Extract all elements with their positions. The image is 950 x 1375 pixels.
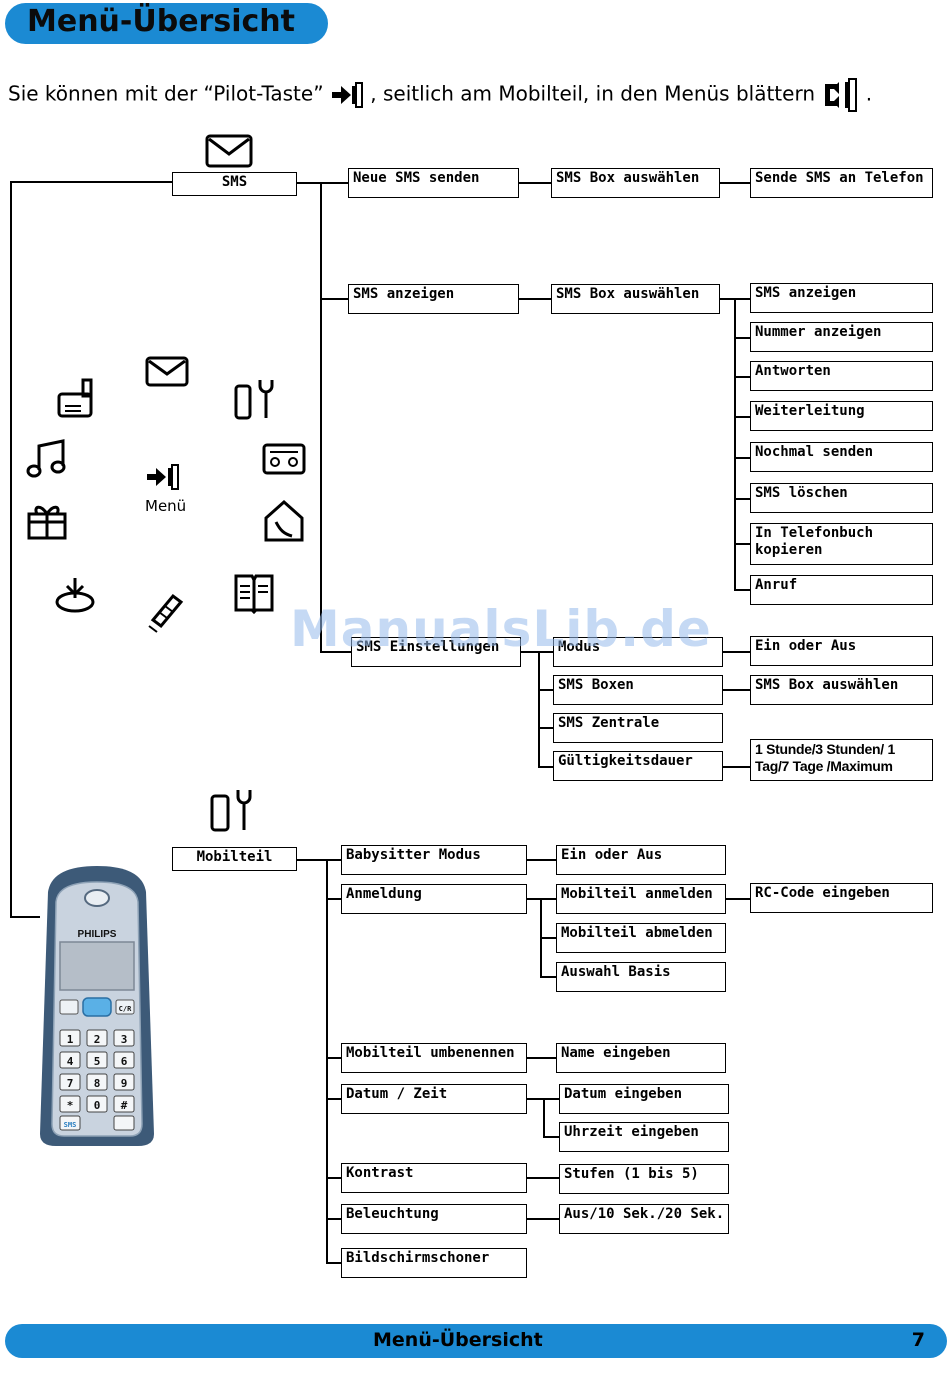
menu-node-kontrast: Kontrast: [341, 1163, 527, 1193]
key-hash: #: [121, 1099, 128, 1112]
intro-part2: , seitlich am Mobilteil, in den Menüs bl…: [370, 81, 815, 106]
phonebook-icon: [234, 574, 274, 614]
menu-node-sende-sms: Sende SMS an Telefon: [750, 168, 933, 198]
key-9: 9: [121, 1077, 128, 1090]
keypad: 1 2 3 4 5 6 7 8 9 * 0 #: [59, 1029, 135, 1113]
menu-node-babysitter-ein-aus: Ein oder Aus: [556, 845, 726, 875]
menu-node-anruf: Anruf: [750, 575, 933, 605]
key-4: 4: [67, 1055, 74, 1068]
menu-node-uhrzeit-eingeben: Uhrzeit eingeben: [559, 1122, 729, 1152]
menu-node-sms-anzeigen: SMS anzeigen: [348, 284, 519, 314]
intro-part3: .: [865, 81, 873, 106]
handset-image: PHILIPS 1 2 3 4 5 6 7 8 9 * 0 # SMS C/R: [40, 866, 154, 1146]
handset-calls-icon: [148, 593, 184, 633]
menu-node-neue-sms-senden: Neue SMS senden: [348, 168, 519, 198]
pilot-key-icon: [331, 82, 363, 108]
key-0: 0: [94, 1099, 101, 1112]
menu-label: Menü: [145, 497, 187, 515]
key-5: 5: [94, 1055, 101, 1068]
menu-node-babysitter: Babysitter Modus: [341, 845, 527, 875]
phone-brand: PHILIPS: [78, 929, 117, 940]
menu-node-beleuchtung: Beleuchtung: [341, 1204, 527, 1234]
page-title: Menü-Übersicht: [27, 4, 295, 39]
menu-node-mobilteil-abmelden: Mobilteil abmelden: [556, 923, 726, 953]
key-1: 1: [67, 1033, 74, 1046]
key-7: 7: [67, 1077, 74, 1090]
intro-text: Sie können mit der “Pilot-Taste” , seitl…: [8, 78, 872, 112]
footer-title: Menü-Übersicht: [373, 1329, 543, 1351]
menu-node-sms-boxen: SMS Boxen: [553, 675, 723, 705]
menu-node-datum-zeit: Datum / Zeit: [341, 1084, 527, 1114]
key-2: 2: [94, 1033, 101, 1046]
menu-node-boxen-auswaehlen: SMS Box auswählen: [750, 675, 933, 705]
menu-node-sms-einstellungen: SMS Einstellungen: [351, 637, 521, 667]
menu-node-nummer-anzeigen: Nummer anzeigen: [750, 322, 933, 352]
menu-node-modus-ein-aus: Ein oder Aus: [750, 636, 933, 666]
menu-node-umbenennen: Mobilteil umbenennen: [341, 1043, 527, 1073]
key-8: 8: [94, 1077, 101, 1090]
menu-node-sms-zentrale: SMS Zentrale: [553, 713, 723, 743]
key-6: 6: [121, 1055, 128, 1068]
menu-node-anmeldung: Anmeldung: [341, 884, 527, 914]
menu-node-aus-sek: Aus/10 Sek./20 Sek.: [559, 1204, 729, 1234]
menu-node-bildschirmschoner: Bildschirmschoner: [341, 1248, 527, 1278]
menu-node-sms: SMS: [172, 172, 297, 196]
sms-key: SMS: [64, 1121, 77, 1129]
menu-key-icon: [147, 464, 179, 490]
menu-node-auswahl-basis: Auswahl Basis: [556, 962, 726, 992]
menu-node-stufen: Stufen (1 bis 5): [559, 1164, 729, 1194]
menu-node-sms-box-auswaehlen-1: SMS Box auswählen: [551, 168, 720, 198]
menu-node-gueltig-optionen: 1 Stunde/3 Stunden/ 1 Tag/7 Tage /Maximu…: [750, 739, 933, 781]
menu-node-sub-sms-anzeigen: SMS anzeigen: [750, 283, 933, 313]
clear-key: C/R: [119, 1005, 132, 1013]
timer-icon: [55, 578, 95, 613]
menu-node-mobilteil-anmelden: Mobilteil anmelden: [556, 884, 726, 914]
menu-node-gueltigkeitsdauer: Gültigkeitsdauer: [553, 751, 723, 781]
tools-settings-icon: [234, 380, 274, 420]
key-star: *: [67, 1099, 74, 1112]
gift-icon: [27, 505, 67, 540]
answering-machine-icon: [262, 443, 306, 475]
mobilteil-settings-icon: [210, 790, 252, 832]
menu-node-name-eingeben: Name eingeben: [556, 1043, 726, 1073]
footer-banner: Menü-Übersicht 7: [5, 1324, 947, 1358]
intro-part1: Sie können mit der “Pilot-Taste”: [8, 81, 324, 106]
watermark: ManualsLib.de: [290, 600, 712, 658]
music-note-icon: [26, 439, 66, 478]
menu-node-in-telefonbuch: In Telefonbuch kopieren: [750, 523, 933, 565]
phone-house-icon: [264, 499, 304, 542]
menu-node-antworten: Antworten: [750, 361, 933, 391]
envelope-icon-small: [145, 356, 189, 387]
title-banner: Menü-Übersicht: [5, 3, 328, 44]
key-3: 3: [121, 1033, 128, 1046]
menu-node-sms-loeschen: SMS löschen: [750, 483, 933, 513]
menu-node-modus: Modus: [553, 637, 723, 667]
envelope-icon: [205, 134, 253, 168]
page-number: 7: [911, 1329, 925, 1351]
menu-node-nochmal-senden: Nochmal senden: [750, 442, 933, 472]
menu-node-mobilteil: Mobilteil: [172, 847, 297, 871]
menu-node-weiterleitung: Weiterleitung: [750, 401, 933, 431]
menu-node-datum-eingeben: Datum eingeben: [559, 1084, 729, 1114]
scroll-key-icon: [825, 78, 858, 112]
menu-node-sms-box-auswaehlen-2: SMS Box auswählen: [551, 284, 720, 314]
menu-node-rc-code: RC-Code eingeben: [750, 883, 933, 913]
base-station-settings-icon: [57, 378, 93, 418]
